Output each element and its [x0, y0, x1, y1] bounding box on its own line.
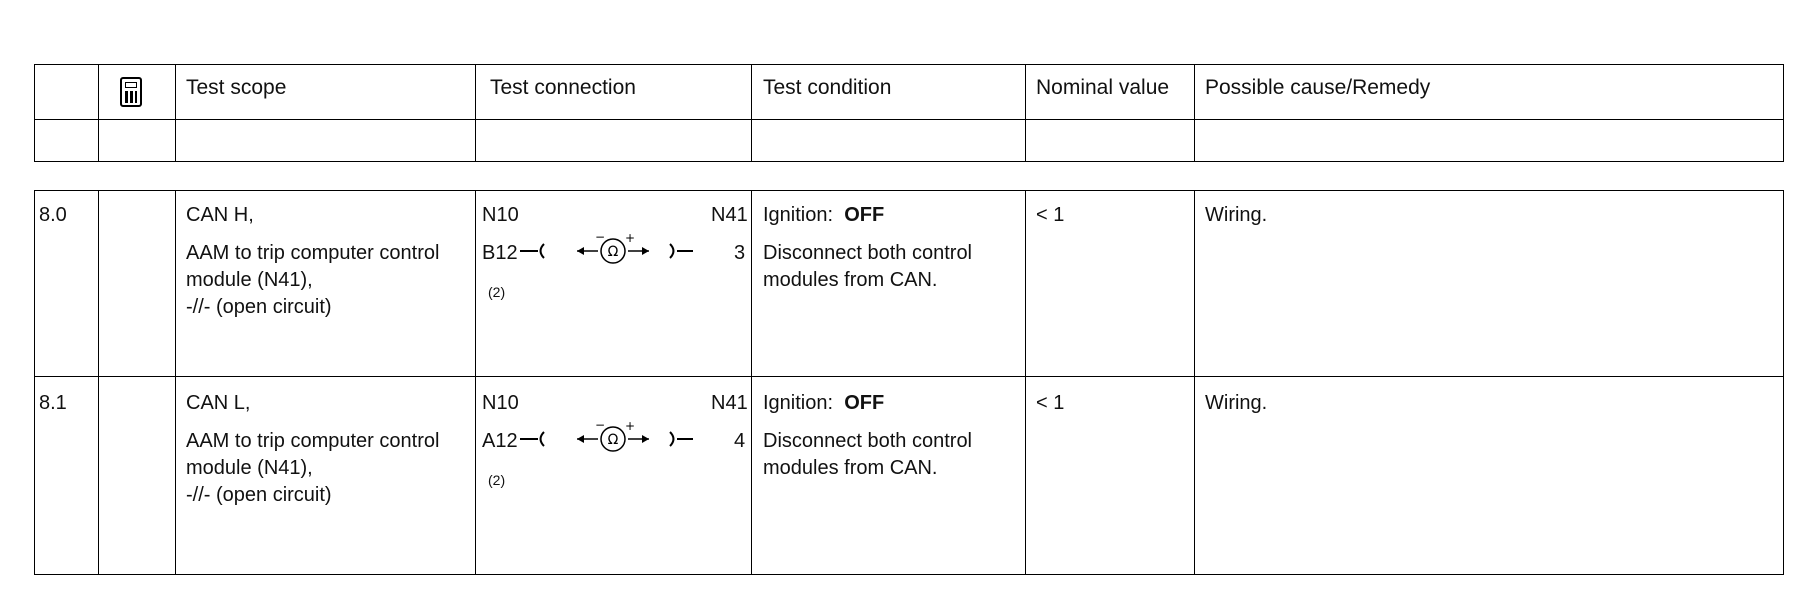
right-module-label: N41	[711, 204, 748, 226]
ignition-state: OFF	[844, 392, 885, 414]
column-divider	[1194, 191, 1195, 574]
column-divider	[175, 191, 176, 574]
left-module-label: N10	[482, 392, 519, 414]
header-table: Test scope Test connection Test conditio…	[34, 64, 1784, 162]
condition-line: Ignition: OFF	[763, 391, 884, 415]
scope-line: -//- (open circuit)	[186, 296, 332, 318]
condition-line: modules from CAN.	[763, 457, 938, 479]
scope-line: -//- (open circuit)	[186, 484, 332, 506]
column-divider	[1194, 65, 1195, 161]
column-divider	[98, 65, 99, 161]
svg-text:−: −	[595, 230, 605, 244]
header-test-connection: Test connection	[490, 76, 636, 99]
nominal-value: < 1	[1036, 392, 1065, 414]
column-divider	[98, 191, 99, 574]
header-nominal-value: Nominal value	[1036, 76, 1170, 99]
scope-line: module (N41),	[186, 457, 313, 479]
svg-text:+: +	[625, 231, 635, 245]
column-divider	[1025, 65, 1026, 161]
ohmmeter-connection-diagram: Ω − +	[520, 230, 693, 264]
condition-line: Ignition: OFF	[763, 203, 884, 227]
right-pin-label: 4	[734, 430, 746, 452]
left-pin-label: B12	[482, 242, 518, 264]
connection-note: (2)	[488, 284, 506, 300]
svg-text:Ω: Ω	[608, 432, 619, 448]
step-number: 8.1	[39, 392, 67, 414]
remedy-text: Wiring.	[1205, 204, 1268, 226]
condition-line: Disconnect both control	[763, 242, 973, 264]
header-possible-cause: Possible cause/Remedy	[1205, 76, 1431, 99]
scope-line: CAN L,	[186, 392, 251, 414]
column-divider	[751, 65, 752, 161]
tester-device-icon	[120, 77, 142, 107]
header-test-scope: Test scope	[186, 76, 287, 99]
left-pin-label: A12	[482, 430, 518, 452]
column-divider	[751, 191, 752, 574]
column-divider	[475, 191, 476, 574]
condition-line: Disconnect both control	[763, 430, 973, 452]
svg-text:+: +	[625, 419, 635, 433]
column-divider	[475, 65, 476, 161]
ignition-label: Ignition:	[763, 392, 834, 414]
condition-line: modules from CAN.	[763, 269, 938, 291]
column-divider	[175, 65, 176, 161]
scope-line: AAM to trip computer control	[186, 430, 440, 452]
right-module-label: N41	[711, 392, 748, 414]
scope-line: AAM to trip computer control	[186, 242, 440, 264]
row-divider	[35, 376, 1783, 377]
svg-text:Ω: Ω	[608, 244, 619, 260]
test-steps-table: 8.0 CAN H, AAM to trip computer control …	[34, 190, 1784, 575]
scope-line: CAN H,	[186, 204, 254, 226]
svg-text:−: −	[595, 418, 605, 432]
ignition-state: OFF	[844, 204, 885, 226]
row-divider	[35, 119, 1783, 120]
ignition-label: Ignition:	[763, 204, 834, 226]
right-pin-label: 3	[734, 242, 746, 264]
scope-line: module (N41),	[186, 269, 313, 291]
header-test-condition: Test condition	[763, 76, 892, 99]
step-number: 8.0	[39, 204, 67, 226]
left-module-label: N10	[482, 204, 519, 226]
ohmmeter-connection-diagram: Ω − +	[520, 418, 693, 452]
column-divider	[1025, 191, 1026, 574]
nominal-value: < 1	[1036, 204, 1065, 226]
connection-note: (2)	[488, 472, 506, 488]
remedy-text: Wiring.	[1205, 392, 1268, 414]
